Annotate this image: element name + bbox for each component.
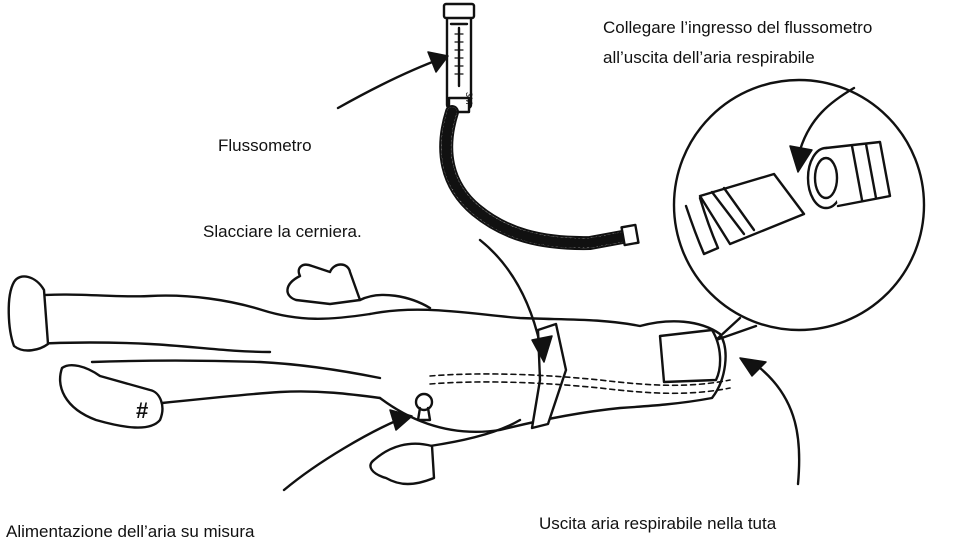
flowmeter-brand: 3M (464, 92, 474, 105)
connect-label-line2: all’uscita dell’aria respirabile (603, 46, 815, 70)
connect-label-line1: Collegare l’ingresso del flussometro (603, 16, 872, 40)
flowmeter-arrow (338, 58, 443, 108)
connection-detail-magnifier (674, 80, 924, 340)
flowmeter-label: Flussometro (218, 134, 312, 158)
suit-figure: # (9, 265, 730, 485)
air-supply-label: Alimentazione dell’aria su misura (6, 520, 255, 544)
air-outlet-arrow (760, 368, 799, 484)
unzip-label: Slacciare la cerniera. (203, 220, 362, 244)
unzip-arrow (480, 240, 540, 344)
corrugated-hose (446, 112, 638, 245)
boot-mark: # (136, 398, 148, 423)
flowmeter-device: 3M (444, 4, 474, 112)
air-outlet-label: Uscita aria respirabile nella tuta (539, 512, 776, 536)
